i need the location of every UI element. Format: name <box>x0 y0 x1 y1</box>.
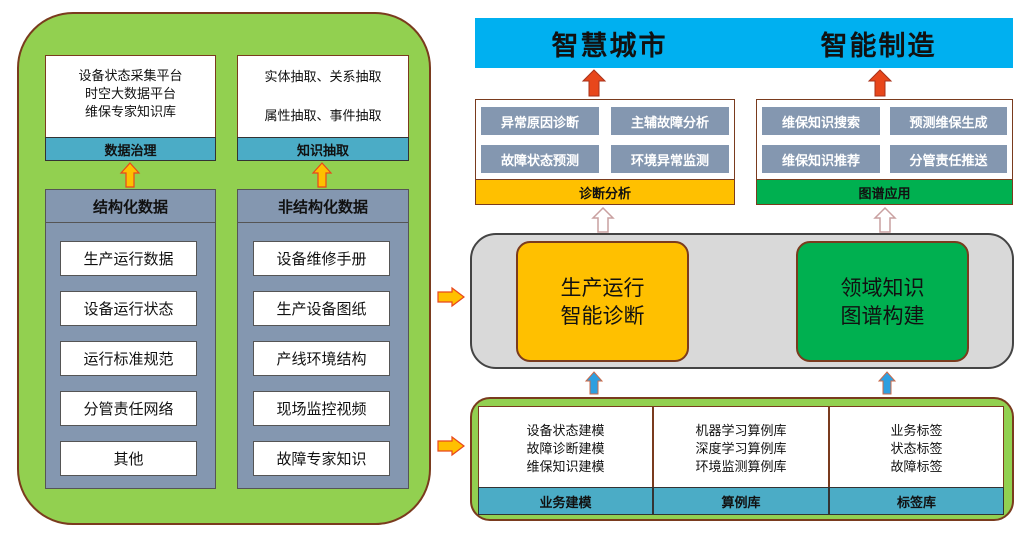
data-governance-label: 数据治理 <box>45 137 216 161</box>
unstructured-item: 生产设备图纸 <box>253 291 390 326</box>
tag-library-label: 标签库 <box>829 487 1004 515</box>
unstructured-data-panel <box>237 189 409 489</box>
extraction-line: 属性抽取、事件抽取 <box>264 109 382 124</box>
unstructured-item: 产线环境结构 <box>253 341 390 376</box>
up-arrow-icon <box>311 162 333 188</box>
structured-data-panel <box>45 189 216 489</box>
structured-item: 分管责任网络 <box>60 391 197 426</box>
algorithm-library-label: 算例库 <box>653 487 829 515</box>
unstructured-item: 设备维修手册 <box>253 241 390 276</box>
graph-application-label: 图谱应用 <box>756 179 1013 205</box>
banner-smart-city: 智慧城市 <box>551 30 668 62</box>
unstructured-item: 现场监控视频 <box>253 391 390 426</box>
structured-item: 其他 <box>60 441 197 476</box>
diagnosis-label: 诊断分析 <box>475 179 735 205</box>
up-arrow-icon <box>873 206 897 233</box>
graph-app-cell: 预测维保生成 <box>890 107 1007 135</box>
extraction-line: 实体抽取、关系抽取 <box>264 70 382 85</box>
diagnosis-cell: 主辅故障分析 <box>611 107 729 135</box>
up-arrow-icon <box>581 69 607 97</box>
core-right-line: 领域知识 <box>840 275 925 300</box>
governance-line: 维保专家知识库 <box>84 105 176 120</box>
application-banner: 智慧城市 智能制造 <box>475 18 1013 68</box>
up-arrow-icon <box>119 162 141 188</box>
knowledge-graph-core: 领域知识 图谱构建 <box>796 241 969 362</box>
structured-data-title: 结构化数据 <box>92 197 168 216</box>
algorithm-line: 环境监测算例库 <box>695 460 787 475</box>
core-right-line: 图谱构建 <box>840 303 925 328</box>
banner-smart-manufacturing: 智能制造 <box>820 30 937 62</box>
modeling-line: 故障诊断建模 <box>526 442 605 457</box>
core-left-line: 智能诊断 <box>560 303 645 328</box>
modeling-line: 设备状态建模 <box>526 424 605 439</box>
knowledge-extraction-label: 知识抽取 <box>237 137 409 161</box>
right-arrow-icon <box>437 435 465 457</box>
business-modeling-label: 业务建模 <box>478 487 653 515</box>
up-arrow-icon <box>584 371 604 395</box>
right-arrow-icon <box>437 286 465 308</box>
graph-app-cell: 分管责任推送 <box>890 145 1007 173</box>
core-left-line: 生产运行 <box>560 275 645 300</box>
graph-app-cell: 维保知识推荐 <box>762 145 880 173</box>
governance-line: 设备状态采集平台 <box>78 69 183 84</box>
governance-line: 时空大数据平台 <box>84 87 176 102</box>
unstructured-item: 故障专家知识 <box>253 441 390 476</box>
up-arrow-icon <box>591 206 615 233</box>
intelligent-diagnosis-core: 生产运行 智能诊断 <box>516 241 689 362</box>
diagnosis-cell: 异常原因诊断 <box>481 107 599 135</box>
up-arrow-icon <box>877 371 897 395</box>
diagnosis-cell: 故障状态预测 <box>481 145 599 173</box>
algorithm-line: 深度学习算例库 <box>695 442 787 457</box>
structured-item: 生产运行数据 <box>60 241 197 276</box>
tag-line: 故障标签 <box>890 460 943 475</box>
algorithm-line: 机器学习算例库 <box>695 424 787 439</box>
structured-item: 运行标准规范 <box>60 341 197 376</box>
graph-app-cell: 维保知识搜索 <box>762 107 880 135</box>
unstructured-data-title: 非结构化数据 <box>277 197 368 216</box>
diagnosis-cell: 环境异常监测 <box>611 145 729 173</box>
tag-line: 业务标签 <box>890 424 943 439</box>
up-arrow-icon <box>867 69 893 97</box>
structured-item: 设备运行状态 <box>60 291 197 326</box>
modeling-line: 维保知识建模 <box>526 460 605 475</box>
tag-line: 状态标签 <box>890 442 943 457</box>
